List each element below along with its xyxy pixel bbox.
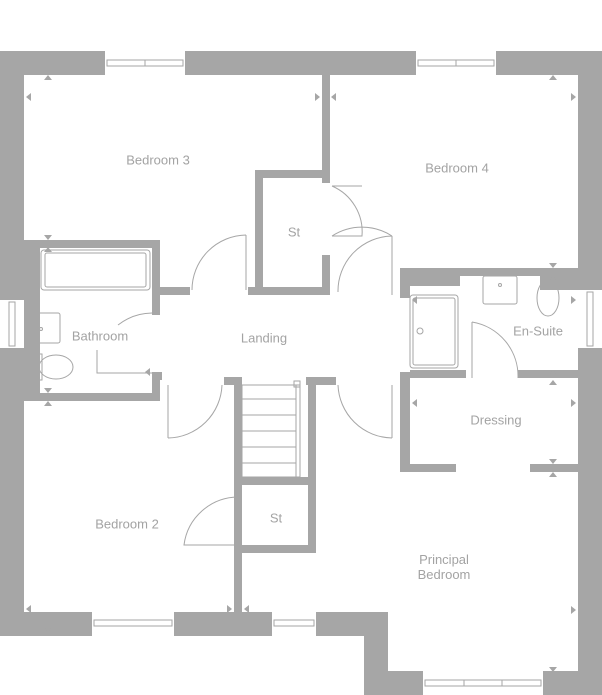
bathtub	[40, 249, 151, 291]
room-label-store-1: St	[287, 224, 301, 240]
interior-walls	[24, 75, 578, 612]
room-label-landing: Landing	[240, 330, 288, 346]
bathroom-basin	[29, 312, 61, 344]
room-label-principal-bedroom: Principal Bedroom	[418, 552, 471, 582]
windows	[0, 51, 602, 695]
outer-walls	[0, 51, 602, 695]
room-label-bedroom-2: Bedroom 2	[95, 516, 159, 532]
doors	[96, 185, 519, 546]
ensuite-basin	[482, 275, 518, 305]
principal-bedroom-line-2: Bedroom	[417, 567, 471, 582]
room-label-store-2: St	[269, 510, 283, 526]
bathroom-toilet-cistern	[29, 353, 43, 381]
dimension-markers	[26, 75, 576, 672]
room-label-dressing: Dressing	[470, 412, 522, 428]
staircase	[241, 380, 301, 478]
room-label-bedroom-4: Bedroom 4	[425, 160, 489, 176]
room-label-en-suite: En-Suite	[513, 323, 563, 339]
room-label-bathroom: Bathroom	[71, 328, 129, 344]
shower-tray	[409, 294, 459, 369]
room-label-bedroom-3: Bedroom 3	[126, 152, 190, 168]
fixtures	[29, 249, 560, 381]
principal-bedroom-line-1: Principal	[419, 552, 469, 567]
